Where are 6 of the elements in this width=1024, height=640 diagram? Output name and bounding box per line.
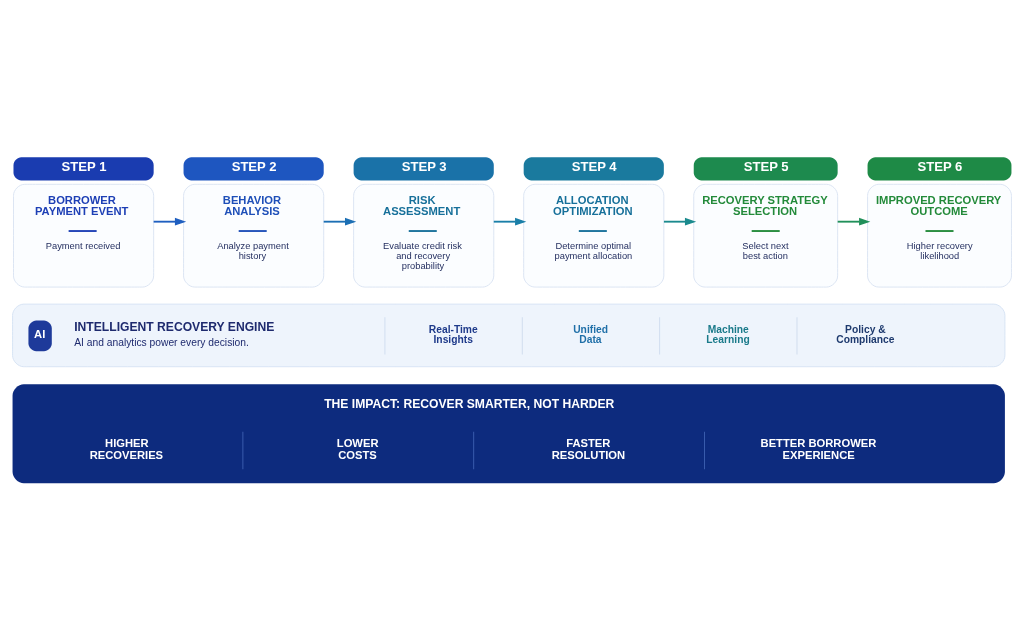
arrow <box>492 217 527 226</box>
arrow <box>836 217 871 226</box>
arrow <box>663 217 697 226</box>
node-box: THE IMPACT: RECOVER SMARTER, NOT HARDER HIGHER RECOVERIES LOWER COSTS FASTER RESOLUTION BETTER BORROWER EXPERIENCE <box>12 384 1005 484</box>
arrow <box>322 217 357 226</box>
arrow <box>152 217 187 226</box>
